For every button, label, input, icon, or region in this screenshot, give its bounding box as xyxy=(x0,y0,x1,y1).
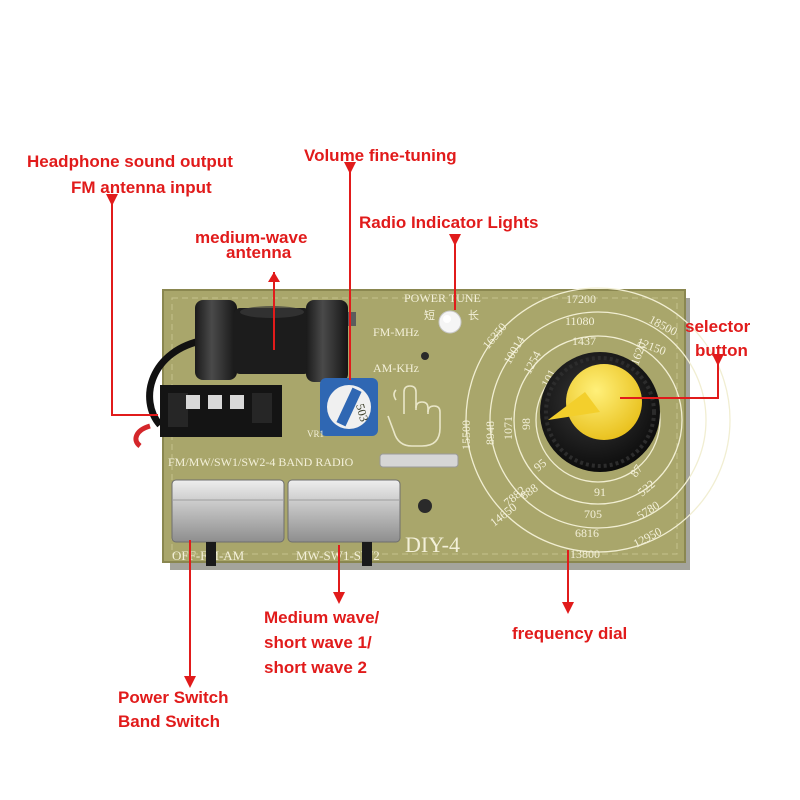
callout-band-line3: short wave 2 xyxy=(264,658,367,677)
callout-band-line1: Medium wave/ xyxy=(264,608,380,627)
power-tune-label: POWER TUNE xyxy=(404,291,481,305)
dial-label: 98 xyxy=(519,418,533,430)
callout-indicator: Radio Indicator Lights xyxy=(359,213,539,232)
volume-potentiometer: 503 VR1 xyxy=(307,378,378,439)
vr-label: VR1 xyxy=(307,429,324,439)
dial-label: 15500 xyxy=(459,420,473,450)
callout-band-line2: short wave 1/ xyxy=(264,633,372,652)
headphone-jack xyxy=(160,385,282,437)
dial-label: 705 xyxy=(584,507,602,521)
mount-hole xyxy=(421,352,429,360)
hand-touch-icon xyxy=(387,385,441,447)
dial-label: 13800 xyxy=(570,547,600,561)
arrow-selector xyxy=(620,354,724,399)
callout-power-line2: Band Switch xyxy=(118,712,221,731)
callout-volume: Volume fine-tuning xyxy=(304,146,457,165)
dial-label: 8948 xyxy=(483,421,497,445)
pot-label: 503 xyxy=(353,402,371,423)
arrow-mw-head xyxy=(268,272,280,282)
mount-hole xyxy=(418,499,432,513)
selector-knob xyxy=(540,352,660,472)
dial-label: 6816 xyxy=(575,526,599,540)
wire-red xyxy=(133,423,151,448)
dial-label: 1437 xyxy=(572,334,596,348)
short-label: 短 xyxy=(424,308,435,322)
callout-headphone-line1: Headphone sound output xyxy=(27,152,233,171)
callout-mw-antenna-line1: medium-wave xyxy=(195,228,308,247)
am-khz-label: AM-KHz xyxy=(373,361,419,375)
callout-selector-line1: selector xyxy=(685,317,751,336)
switch-right-label: MW-SW1-SW2 xyxy=(296,548,380,563)
callout-arrows xyxy=(106,162,724,688)
long-label: 长 xyxy=(468,309,479,322)
band-radio-label: FM/MW/SW1/SW2-4 BAND RADIO xyxy=(168,455,354,469)
dial-label: 91 xyxy=(594,485,606,499)
callout-mw-antenna-line2: antenna xyxy=(226,243,292,262)
callout-selector-line2: button xyxy=(695,341,748,360)
dial-label: 11080 xyxy=(565,314,595,328)
ferrite-antenna xyxy=(195,300,356,382)
dial-label: 17200 xyxy=(566,292,596,306)
dial-label: 1071 xyxy=(501,416,515,440)
band-slide-switches xyxy=(171,479,401,566)
arrow-headphone xyxy=(106,194,158,416)
callout-headphone-line2: FM antenna input xyxy=(71,178,212,197)
callout-frequency-dial: frequency dial xyxy=(512,624,628,643)
callout-power-line1: Power Switch xyxy=(118,688,229,707)
indicator-led xyxy=(438,310,462,334)
fm-mhz-label: FM-MHz xyxy=(373,325,419,339)
model-label: DIY-4 xyxy=(405,532,460,557)
tuning-component xyxy=(379,453,459,468)
